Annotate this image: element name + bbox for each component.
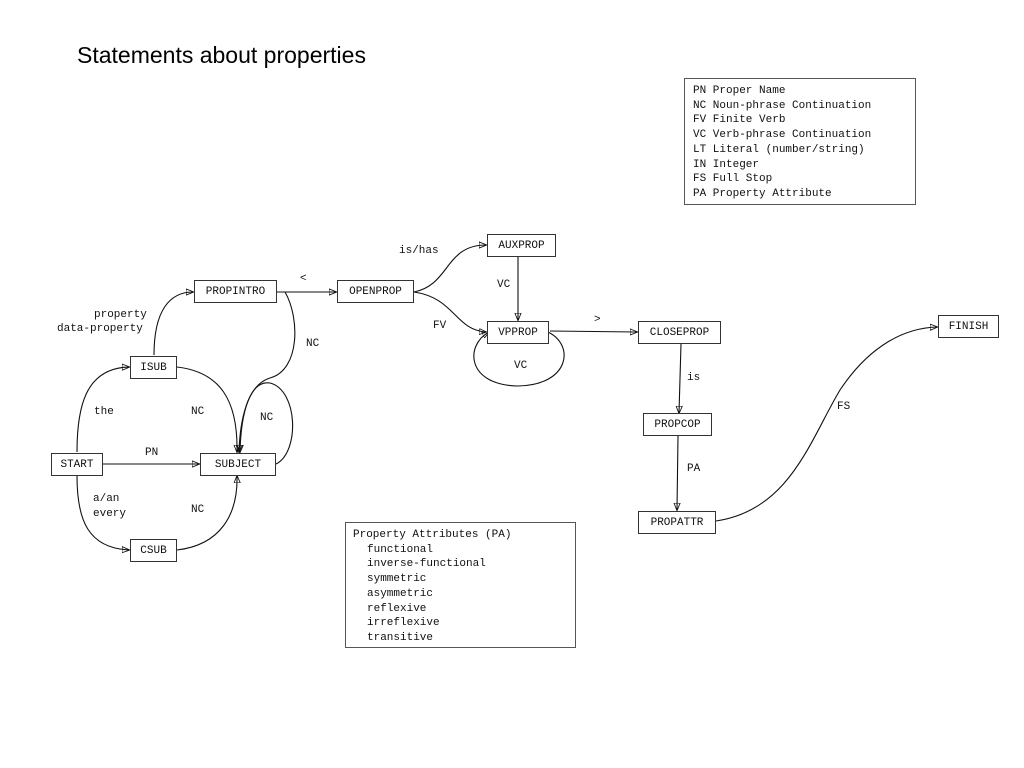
edge-openprop-vpprop [413, 291, 486, 332]
edge-propcop-propattr [677, 435, 678, 510]
edge-isub-subject [176, 366, 237, 452]
legend-item: NC Noun-phrase Continuation [693, 99, 872, 112]
legend-item: IN Integer [693, 158, 760, 171]
node-propintro: PROPINTRO [194, 280, 277, 303]
label-auxprop-vpprop: VC [497, 279, 511, 291]
node-subject: SUBJECT [200, 453, 276, 476]
label-csub-subject: NC [191, 504, 205, 516]
edge-openprop-auxprop [413, 245, 486, 293]
attribute-item: asymmetric [367, 587, 434, 600]
label-isub-propintro-2: data-property [57, 323, 143, 335]
legend-item: LT Literal (number/string) [693, 143, 865, 156]
node-finish: FINISH [938, 315, 999, 338]
edge-propattr-finish [715, 327, 937, 522]
edge-closeprop-propcop [679, 343, 681, 413]
node-propcop: PROPCOP [643, 413, 712, 436]
attribute-item: functional [367, 543, 434, 556]
legend-box: PN Proper Name NC Noun-phrase Continuati… [684, 78, 916, 205]
property-attributes-box: Property Attributes (PA) functional inve… [345, 522, 576, 648]
label-propattr-finish: FS [837, 401, 851, 413]
attribute-item: inverse-functional [367, 558, 486, 571]
node-propattr: PROPATTR [638, 511, 716, 534]
label-vpprop-closeprop: > [594, 314, 601, 326]
attribute-item: symmetric [367, 573, 427, 586]
edge-propintro-subject [239, 291, 296, 452]
attributes-heading: Property Attributes (PA) [353, 529, 512, 541]
attribute-item: reflexive [367, 602, 427, 615]
label-propcop-propattr: PA [687, 463, 701, 475]
node-isub: ISUB [130, 356, 177, 379]
attribute-item: transitive [367, 631, 434, 644]
node-csub: CSUB [130, 539, 177, 562]
node-start: START [51, 453, 103, 476]
edge-start-isub [76, 367, 129, 453]
attribute-item: irreflexive [367, 617, 440, 630]
legend-item: FS Full Stop [693, 173, 773, 186]
label-isub-propintro-1: property [94, 309, 147, 321]
label-start-csub-1: a/an [93, 493, 120, 505]
page-title: Statements about properties [77, 42, 366, 68]
legend-item: PN Proper Name [693, 85, 786, 97]
label-openprop-vpprop: FV [433, 320, 447, 332]
edge-isub-propintro [153, 292, 193, 356]
node-closeprop: CLOSEPROP [638, 321, 721, 344]
legend-item: VC Verb-phrase Continuation [693, 129, 872, 142]
label-start-csub-2: every [93, 508, 127, 520]
edge-start-csub [76, 475, 129, 550]
label-subject-loop: NC [260, 412, 274, 424]
edge-subject-loop [240, 382, 294, 465]
label-vpprop-loop: VC [514, 360, 528, 372]
label-propintro-openprop: < [300, 273, 307, 285]
label-openprop-auxprop: is/has [399, 245, 439, 257]
node-auxprop: AUXPROP [487, 234, 556, 257]
label-propintro-subject: NC [306, 338, 320, 350]
label-start-isub: the [94, 406, 114, 418]
edge-vpprop-closeprop [549, 331, 637, 332]
legend-item: FV Finite Verb [693, 114, 786, 127]
label-closeprop-propcop: is [687, 372, 701, 384]
node-vpprop: VPPROP [487, 321, 549, 344]
legend-item: PA Property Attribute [693, 187, 832, 200]
edge-csub-subject [176, 476, 237, 551]
node-openprop: OPENPROP [337, 280, 414, 303]
label-isub-subject: NC [191, 406, 205, 418]
label-start-subject: PN [145, 447, 159, 459]
edge-vpprop-loop [473, 332, 565, 387]
